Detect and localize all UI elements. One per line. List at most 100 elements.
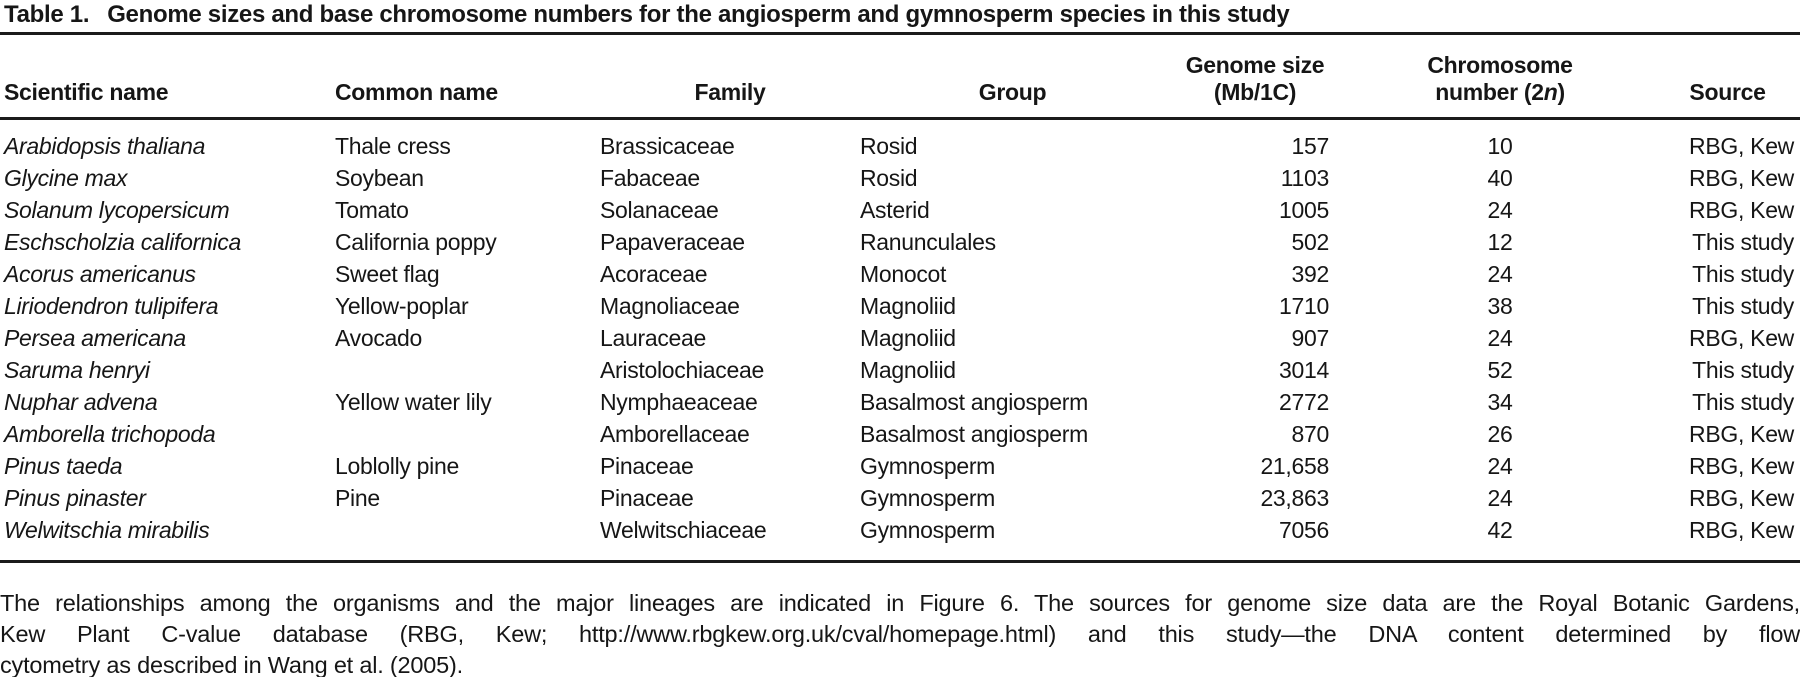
cell-scientific-name: Arabidopsis thaliana bbox=[4, 133, 206, 159]
table-body: Arabidopsis thaliana Thale cress Brassic… bbox=[0, 119, 1800, 547]
cell-chromosome-number: 24 bbox=[1487, 485, 1513, 511]
cell-family: Amborellaceae bbox=[600, 421, 750, 447]
cell-chromosome-number: 10 bbox=[1487, 133, 1513, 159]
cell-common-name: Avocado bbox=[335, 325, 422, 351]
table-row: Persea americana Avocado Lauraceae Magno… bbox=[0, 322, 1800, 354]
cell-common-name: Thale cress bbox=[335, 133, 451, 159]
cell-source: RBG, Kew bbox=[1689, 517, 1794, 543]
header-row: Scientific name Common name Family Group… bbox=[0, 35, 1800, 120]
footnote-line: cytometry as described in Wang et al. (2… bbox=[0, 652, 463, 677]
cell-scientific-name: Nuphar advena bbox=[4, 389, 158, 415]
table-row: Amborella trichopoda Amborellaceae Basal… bbox=[0, 418, 1800, 450]
cell-source: RBG, Kew bbox=[1689, 197, 1794, 223]
table-row: Nuphar advena Yellow water lily Nymphaea… bbox=[0, 386, 1800, 418]
table-row: Pinus taeda Loblolly pine Pinaceae Gymno… bbox=[0, 450, 1800, 482]
cell-family: Lauraceae bbox=[600, 325, 706, 351]
cell-source: This study bbox=[1692, 357, 1794, 383]
cell-group: Asterid bbox=[860, 197, 930, 223]
table-header: Scientific name Common name Family Group… bbox=[0, 35, 1800, 120]
cell-family: Brassicaceae bbox=[600, 133, 735, 159]
cell-family: Magnoliaceae bbox=[600, 293, 740, 319]
cell-common-name: Sweet flag bbox=[335, 261, 440, 287]
cell-genome-size: 870 bbox=[1291, 421, 1330, 447]
cell-scientific-name: Welwitschia mirabilis bbox=[4, 517, 210, 543]
cell-chromosome-number: 24 bbox=[1487, 261, 1513, 287]
cell-chromosome-number: 40 bbox=[1487, 165, 1513, 191]
table-caption-label: Table 1. bbox=[4, 1, 90, 28]
col-header-group: Group bbox=[860, 35, 1165, 120]
cell-chromosome-number: 12 bbox=[1487, 229, 1513, 255]
cell-scientific-name: Liriodendron tulipifera bbox=[4, 293, 219, 319]
cell-scientific-name: Persea americana bbox=[4, 325, 186, 351]
cell-genome-size: 157 bbox=[1291, 133, 1330, 159]
col-header-scientific-name: Scientific name bbox=[0, 35, 335, 120]
cell-source: This study bbox=[1692, 261, 1794, 287]
cell-chromosome-number: 34 bbox=[1487, 389, 1513, 415]
cell-scientific-name: Saruma henryi bbox=[4, 357, 150, 383]
cell-genome-size: 7056 bbox=[1279, 517, 1329, 543]
table-row: Acorus americanus Sweet flag Acoraceae M… bbox=[0, 258, 1800, 290]
cell-genome-size: 1103 bbox=[1280, 165, 1330, 191]
table-caption-text: Genome sizes and base chromosome numbers… bbox=[107, 1, 1290, 28]
col-header-source: Source bbox=[1655, 35, 1800, 120]
cell-common-name: Tomato bbox=[335, 197, 409, 223]
table-row: Arabidopsis thaliana Thale cress Brassic… bbox=[0, 119, 1800, 163]
col-header-common-name: Common name bbox=[335, 35, 600, 120]
species-table: Scientific name Common name Family Group… bbox=[0, 35, 1800, 546]
cell-group: Magnoliid bbox=[860, 357, 956, 383]
cell-source: RBG, Kew bbox=[1689, 165, 1794, 191]
table-row: Glycine max Soybean Fabaceae Rosid 1103 … bbox=[0, 162, 1800, 194]
cell-group: Basalmost angiosperm bbox=[860, 389, 1088, 415]
cell-common-name bbox=[335, 354, 600, 386]
cell-genome-size: 2772 bbox=[1279, 389, 1329, 415]
top-rule bbox=[0, 32, 1800, 35]
cell-genome-size: 1005 bbox=[1279, 197, 1329, 223]
cell-group: Magnoliid bbox=[860, 325, 956, 351]
cell-chromosome-number: 38 bbox=[1487, 293, 1513, 319]
cell-genome-size: 907 bbox=[1291, 325, 1330, 351]
cell-source: RBG, Kew bbox=[1689, 133, 1794, 159]
table-row: Solanum lycopersicum Tomato Solanaceae A… bbox=[0, 194, 1800, 226]
cell-source: RBG, Kew bbox=[1689, 485, 1794, 511]
cell-source: This study bbox=[1692, 229, 1794, 255]
col-header-genome-size: Genome size (Mb/1C) bbox=[1165, 35, 1345, 120]
col-header-family: Family bbox=[600, 35, 860, 120]
table-row: Pinus pinaster Pine Pinaceae Gymnosperm … bbox=[0, 482, 1800, 514]
cell-chromosome-number: 24 bbox=[1487, 197, 1513, 223]
cell-chromosome-number: 42 bbox=[1487, 517, 1513, 543]
cell-family: Pinaceae bbox=[600, 485, 694, 511]
cell-group: Monocot bbox=[860, 261, 947, 287]
table-row: Welwitschia mirabilis Welwitschiaceae Gy… bbox=[0, 514, 1800, 546]
cell-family: Fabaceae bbox=[600, 165, 700, 191]
cell-common-name: Yellow-poplar bbox=[335, 293, 469, 319]
cell-group: Magnoliid bbox=[860, 293, 956, 319]
cell-scientific-name: Amborella trichopoda bbox=[4, 421, 216, 447]
cell-genome-size: 23,863 bbox=[1260, 485, 1329, 511]
footnote-line: Kew Plant C-value database (RBG, Kew; ht… bbox=[0, 621, 1800, 647]
cell-scientific-name: Solanum lycopersicum bbox=[4, 197, 230, 223]
cell-chromosome-number: 24 bbox=[1487, 325, 1513, 351]
table-row: Saruma henryi Aristolochiaceae Magnoliid… bbox=[0, 354, 1800, 386]
table-caption: Table 1. Genome sizes and base chromosome… bbox=[0, 0, 1800, 32]
cell-common-name: Loblolly pine bbox=[335, 453, 459, 479]
cell-source: RBG, Kew bbox=[1689, 453, 1794, 479]
cell-common-name: Soybean bbox=[335, 165, 424, 191]
cell-family: Nymphaeaceae bbox=[600, 389, 758, 415]
cell-common-name: California poppy bbox=[335, 229, 497, 255]
cell-group: Basalmost angiosperm bbox=[860, 421, 1088, 447]
cell-chromosome-number: 24 bbox=[1487, 453, 1513, 479]
cell-genome-size: 21,658 bbox=[1260, 453, 1329, 479]
cell-common-name: Yellow water lily bbox=[335, 389, 492, 415]
cell-family: Aristolochiaceae bbox=[600, 357, 764, 383]
cell-genome-size: 1710 bbox=[1279, 293, 1329, 319]
cell-family: Welwitschiaceae bbox=[600, 517, 767, 543]
cell-family: Pinaceae bbox=[600, 453, 694, 479]
cell-source: RBG, Kew bbox=[1689, 421, 1794, 447]
cell-family: Acoraceae bbox=[600, 261, 708, 287]
cell-genome-size: 3014 bbox=[1279, 357, 1329, 383]
cell-scientific-name: Pinus taeda bbox=[4, 453, 123, 479]
cell-scientific-name: Glycine max bbox=[4, 165, 128, 191]
cell-source: RBG, Kew bbox=[1689, 325, 1794, 351]
cell-family: Papaveraceae bbox=[600, 229, 745, 255]
